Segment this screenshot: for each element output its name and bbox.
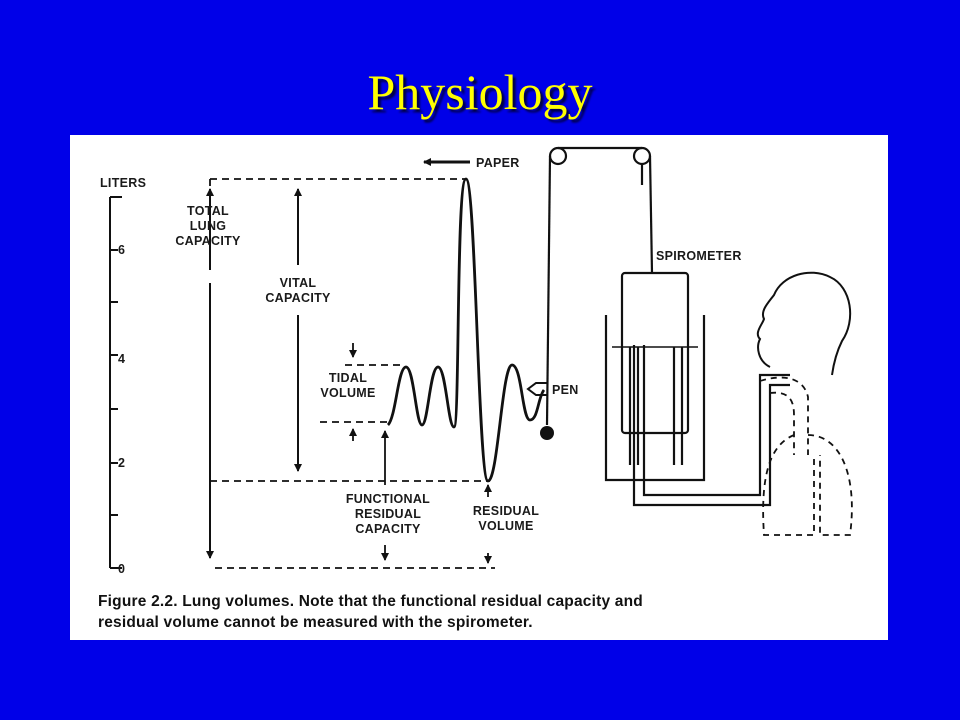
slide-title: Physiology <box>367 64 593 120</box>
label-spirometer: SPIROMETER <box>656 249 742 263</box>
liters-axis <box>109 196 122 569</box>
face-icon <box>756 271 852 376</box>
tick-label: 2 <box>118 456 125 470</box>
svg-text:VOLUME: VOLUME <box>320 386 375 400</box>
svg-text:LUNG: LUNG <box>190 219 227 233</box>
svg-text:VOLUME: VOLUME <box>478 519 533 533</box>
label-residual-volume: RESIDUAL VOLUME <box>473 504 539 533</box>
pen-weight <box>540 426 554 440</box>
airway-lungs <box>759 376 853 536</box>
label-paper: PAPER <box>476 156 520 170</box>
svg-text:RESIDUAL: RESIDUAL <box>355 507 421 521</box>
label-functional-residual-capacity: FUNCTIONAL RESIDUAL CAPACITY <box>346 492 430 536</box>
spirometer-diagram: LITERS 6 4 2 0 <box>100 146 853 576</box>
lung-volumes-figure: LITERS 6 4 2 0 <box>70 135 888 640</box>
caption-line: residual volume cannot be measured with … <box>98 614 533 631</box>
label-tidal-volume: TIDAL VOLUME <box>320 371 375 400</box>
tick-label: 6 <box>118 243 125 257</box>
pulley-cable <box>545 146 654 426</box>
svg-text:RESIDUAL: RESIDUAL <box>473 504 539 518</box>
label-vital-capacity: VITAL CAPACITY <box>265 276 331 305</box>
svg-text:FUNCTIONAL: FUNCTIONAL <box>346 492 430 506</box>
svg-text:CAPACITY: CAPACITY <box>355 522 421 536</box>
spirogram-trace <box>386 177 546 483</box>
label-total-lung-capacity: TOTAL LUNG CAPACITY <box>175 204 241 248</box>
caption-line: Figure 2.2. Lung volumes. Note that the … <box>98 593 643 610</box>
svg-text:TIDAL: TIDAL <box>329 371 367 385</box>
figure-caption: Figure 2.2. Lung volumes. Note that the … <box>98 591 868 633</box>
svg-text:CAPACITY: CAPACITY <box>265 291 331 305</box>
svg-text:VITAL: VITAL <box>280 276 317 290</box>
tick-label: 4 <box>118 352 125 366</box>
pen-icon <box>526 382 547 396</box>
svg-text:CAPACITY: CAPACITY <box>175 234 241 248</box>
spirometer-apparatus <box>604 271 790 507</box>
label-pen: PEN <box>552 383 579 397</box>
svg-text:TOTAL: TOTAL <box>187 204 229 218</box>
axis-label-liters: LITERS <box>100 176 146 190</box>
tick-label: 0 <box>118 562 125 576</box>
